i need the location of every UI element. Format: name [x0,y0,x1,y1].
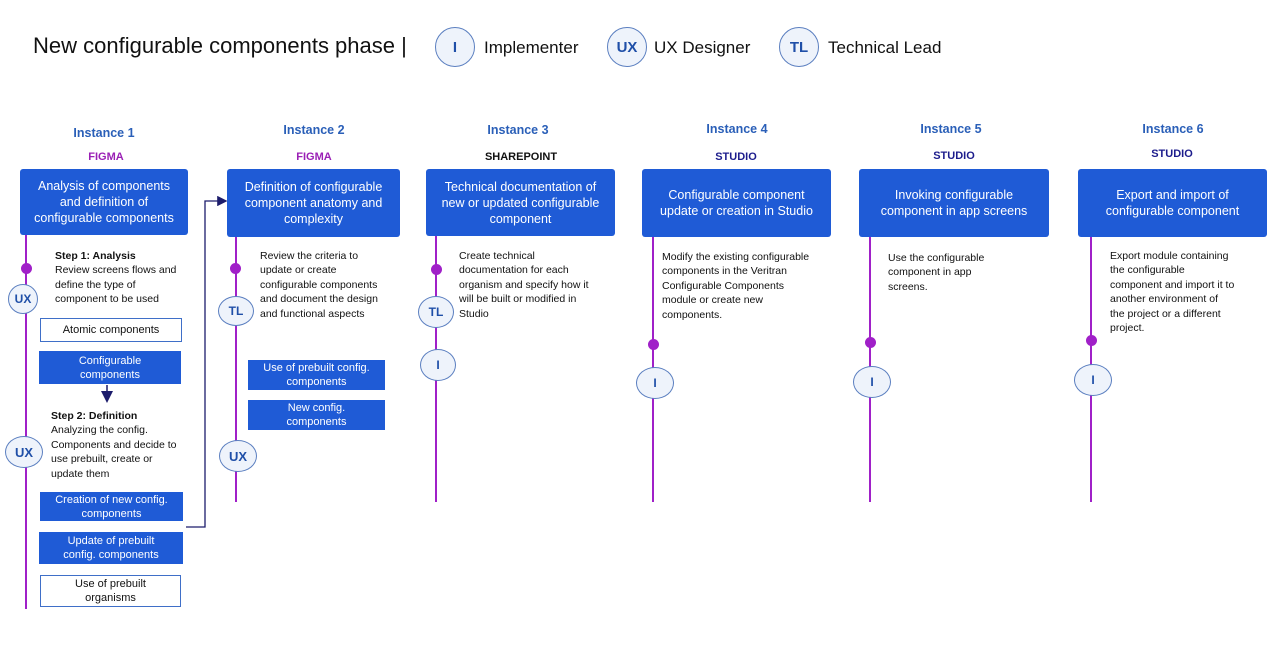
instance-4-title: Instance 4 [706,122,768,136]
instance-1-title: Instance 1 [73,126,135,140]
implementer-role-icon: I [853,366,891,398]
instance-5-title: Instance 5 [920,122,982,136]
instance-1-step-dot [21,263,32,274]
page-title: New configurable components phase | [33,33,407,58]
step2-title: Step 2: Definition [51,410,138,422]
implementer-role-icon: I [636,367,674,399]
use-prebuilt-config-option: Use of prebuilt config. components [248,360,385,390]
instance-6-header-box: Export and import of configurable compon… [1078,169,1267,237]
implementer-role-label: Implementer [484,38,579,57]
instance-4-description: Modify the existing configurable compone… [662,251,810,321]
instance-6-step-dot [1086,335,1097,346]
instance-3-step-dot [431,264,442,275]
instance-2-header-box: Definition of configurable component ana… [227,169,400,237]
configurable-components-option: Configurable components [39,351,181,384]
ux-designer-role-icon: UX [607,27,647,67]
instance-5-header-box: Invoking configurable component in app s… [859,169,1049,237]
flow-arrow-instance1-to-instance2 [186,195,228,528]
step2-text: Analyzing the config. Components and dec… [51,424,177,480]
instance-1-tool: FIGMA [88,151,124,163]
instance-2-step-dot [230,263,241,274]
instance-2-tool: FIGMA [296,151,332,163]
instance-2-timeline [235,237,237,502]
instance-5-tool: STUDIO [933,150,975,162]
instance-5-step-dot [865,337,876,348]
step1-title: Step 1: Analysis [55,250,136,262]
instance-3-description: Create technical documentation for each … [459,250,589,320]
implementer-role-icon: I [435,27,475,67]
ux-role-icon: UX [5,436,43,468]
instance-4-tool: STUDIO [715,151,757,163]
instance-1-header-box: Analysis of components and definition of… [20,169,188,235]
instance-6-title: Instance 6 [1142,122,1204,136]
instance-4-step-dot [648,339,659,350]
technical-lead-role-label: Technical Lead [828,38,942,57]
creation-new-config-option: Creation of new config. components [40,492,183,521]
use-prebuilt-organisms-option: Use of prebuilt organisms [40,575,181,607]
instance-6-tool: STUDIO [1151,148,1193,160]
instance-1-timeline [25,235,27,609]
instance-2-description: Review the criteria to update or create … [260,250,378,320]
ux-role-icon: UX [8,284,38,314]
instance-3-header-box: Technical documentation of new or update… [426,169,615,236]
ux-role-icon: UX [219,440,257,472]
step1-text: Review screens flows and define the type… [55,264,177,306]
instance-6-description: Export module containing the configurabl… [1110,250,1235,335]
instance-2-title: Instance 2 [283,123,345,137]
technical-lead-role-icon: TL [779,27,819,67]
tl-role-icon: TL [418,296,454,328]
update-prebuilt-option: Update of prebuilt config. components [39,532,183,564]
implementer-role-icon: I [420,349,456,381]
ux-designer-role-label: UX Designer [654,38,751,57]
atomic-components-option: Atomic components [40,318,182,342]
new-config-components-option: New config. components [248,400,385,430]
instance-3-title: Instance 3 [487,123,549,137]
instance-4-header-box: Configurable component update or creatio… [642,169,831,237]
implementer-role-icon: I [1074,364,1112,396]
instance-5-description: Use the configurable component in app sc… [888,252,985,293]
tl-role-icon: TL [218,296,254,326]
instance-3-tool: SHAREPOINT [484,151,558,163]
